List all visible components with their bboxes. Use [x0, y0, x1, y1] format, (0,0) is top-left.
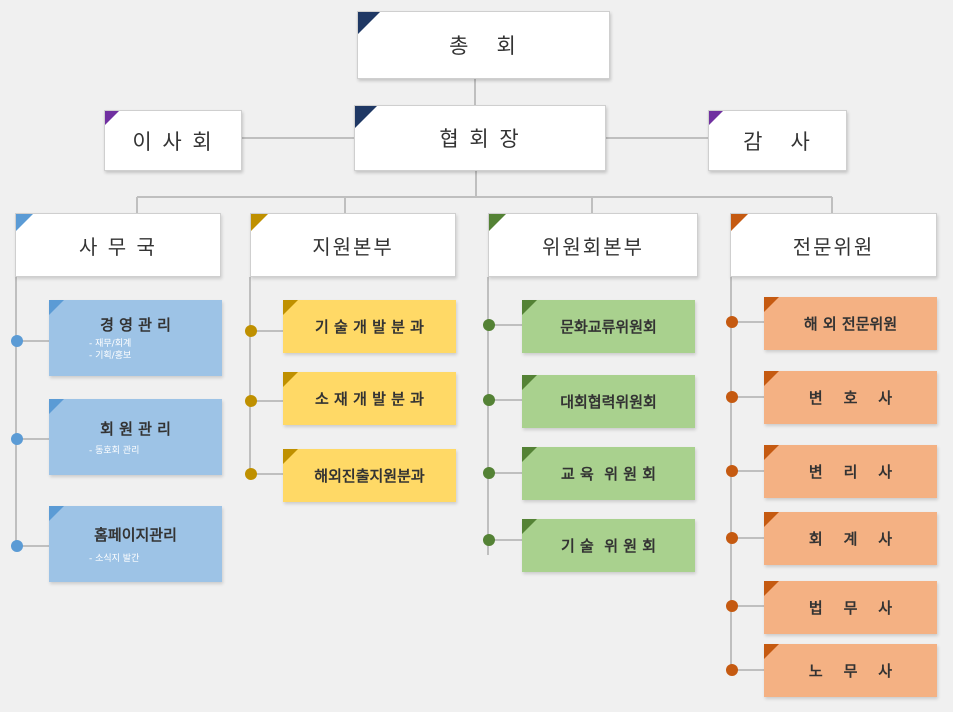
sub-education: 교 육 위 원 회: [522, 447, 695, 500]
sub-note: - 동호회 관리: [89, 445, 140, 456]
corner-marker: [522, 375, 537, 390]
connector-dot: [245, 325, 257, 337]
dept-title: 지원본부: [312, 234, 394, 259]
connector-dot: [726, 532, 738, 544]
sub-lawyer: 변 호 사: [764, 371, 937, 424]
corner-marker: [522, 519, 537, 534]
sub-judicial-scrivener: 법 무 사: [764, 581, 937, 634]
sub-member-management: 회 원 관 리 - 동호회 관리: [49, 399, 222, 475]
corner-marker: [489, 214, 506, 231]
sub-title: 기 술 개 발 분 과: [315, 318, 424, 336]
corner-marker: [49, 506, 64, 521]
corner-marker: [283, 372, 298, 387]
dept-title: 위원회본부: [542, 234, 644, 259]
corner-marker: [283, 300, 298, 315]
sub-homepage-management: 홈페이지관리 - 소식지 발간: [49, 506, 222, 582]
corner-marker: [731, 214, 748, 231]
sub-cultural-exchange: 문화교류위원회: [522, 300, 695, 353]
sub-patent-attorney: 변 리 사: [764, 445, 937, 498]
sub-title: 경 영 관 리: [100, 316, 171, 334]
connector-dot: [11, 540, 23, 552]
connector-dot: [245, 395, 257, 407]
sub-title: 대회협력위원회: [560, 393, 657, 411]
corner-marker: [355, 106, 377, 128]
board-box: 이 사 회: [104, 110, 242, 171]
corner-marker: [764, 445, 779, 460]
connector-dot: [483, 534, 495, 546]
corner-marker: [764, 297, 779, 312]
dept-experts: 전문위원: [730, 213, 937, 277]
sub-title: 회 원 관 리: [100, 419, 171, 438]
sub-title: 문화교류위원회: [560, 318, 657, 336]
connector-dot: [726, 664, 738, 676]
general-assembly-box: 총 회: [357, 11, 610, 79]
corner-marker: [49, 300, 64, 315]
sub-labor-attorney: 노 무 사: [764, 644, 937, 697]
connector-dot: [726, 600, 738, 612]
corner-marker: [522, 300, 537, 315]
connector-dot: [726, 465, 738, 477]
president-label: 협 회 장: [439, 127, 521, 151]
connector-dot: [483, 467, 495, 479]
sub-title: 홈페이지관리: [94, 525, 177, 544]
sub-management: 경 영 관 리 - 재무/회계 - 기획/홍보: [49, 300, 222, 376]
sub-accountant: 회 계 사: [764, 512, 937, 565]
sub-competition: 대회협력위원회: [522, 375, 695, 428]
connector-dot: [483, 319, 495, 331]
sub-note: - 재무/회계: [89, 339, 132, 349]
sub-overseas-expert: 해 외 전문위원: [764, 297, 937, 350]
sub-title: 교 육 위 원 회: [560, 465, 657, 483]
corner-marker: [764, 581, 779, 596]
dept-secretariat: 사 무 국: [15, 213, 221, 277]
corner-marker: [358, 12, 380, 34]
sub-note: - 소식지 발간: [89, 553, 140, 564]
connector-dot: [11, 335, 23, 347]
corner-marker: [764, 371, 779, 386]
connector-dot: [245, 468, 257, 480]
sub-material-dev: 소 재 개 발 분 과: [283, 372, 456, 425]
sub-overseas-support: 해외진출지원분과: [283, 449, 456, 502]
dept-title: 전문위원: [792, 234, 875, 259]
dept-title: 사 무 국: [79, 234, 157, 259]
connector-dot: [726, 391, 738, 403]
sub-title: 변 호 사: [808, 389, 893, 407]
sub-title: 기 술 위 원 회: [560, 537, 657, 555]
auditor-label: 감 사: [743, 129, 812, 154]
general-assembly-label: 총 회: [449, 34, 518, 58]
dept-committee: 위원회본부: [488, 213, 698, 277]
president-box: 협 회 장: [354, 105, 606, 171]
corner-marker: [283, 449, 298, 464]
sub-title: 해 외 전문위원: [803, 315, 898, 333]
sub-technology: 기 술 위 원 회: [522, 519, 695, 572]
sub-title: 소 재 개 발 분 과: [315, 390, 424, 408]
corner-marker: [105, 111, 119, 125]
corner-marker: [251, 214, 268, 231]
connector-dot: [11, 433, 23, 445]
connector-dot: [726, 316, 738, 328]
dept-support: 지원본부: [250, 213, 456, 277]
sub-tech-dev: 기 술 개 발 분 과: [283, 300, 456, 353]
corner-marker: [522, 447, 537, 462]
sub-title: 노 무 사: [808, 662, 893, 680]
connector-dot: [483, 394, 495, 406]
auditor-box: 감 사: [708, 110, 847, 171]
corner-marker: [764, 644, 779, 659]
corner-marker: [709, 111, 723, 125]
sub-note: - 기획/홍보: [89, 351, 132, 361]
sub-title: 변 리 사: [808, 463, 893, 481]
corner-marker: [764, 512, 779, 527]
sub-title: 법 무 사: [808, 599, 893, 617]
corner-marker: [16, 214, 33, 231]
sub-title: 회 계 사: [808, 530, 893, 548]
sub-title: 해외진출지원분과: [314, 467, 425, 485]
board-label: 이 사 회: [132, 129, 214, 154]
corner-marker: [49, 399, 64, 414]
